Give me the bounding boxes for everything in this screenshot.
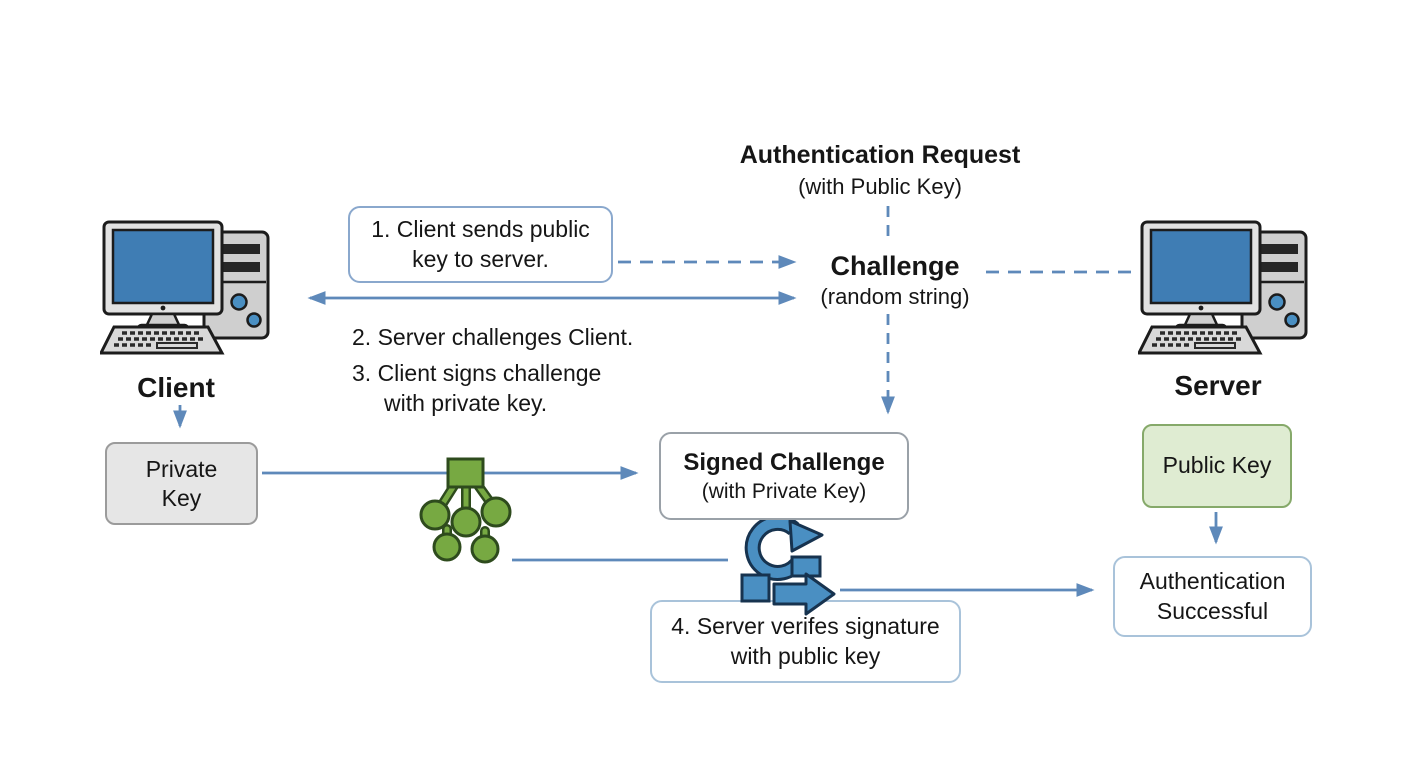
auth-success-box: Authentication Successful xyxy=(1113,556,1312,637)
client-computer-icon xyxy=(100,214,278,356)
signed-challenge-subtitle: (with Private Key) xyxy=(701,479,867,503)
server-computer-icon xyxy=(1138,214,1316,356)
public-key-label: Public Key xyxy=(1162,452,1272,479)
step2-text: 2. Server challenges Client. xyxy=(352,324,634,350)
private-key-line2: Key xyxy=(161,484,202,511)
verify-signature-icon xyxy=(740,520,836,616)
key-cluster-icon xyxy=(419,457,512,564)
step3-line1: 3. Client signs challenge xyxy=(352,360,602,386)
private-key-box: Private Key xyxy=(105,442,258,525)
auth-request-title: Authentication Request xyxy=(739,141,1021,169)
auth-success-line2: Successful xyxy=(1156,597,1269,624)
client-label: Client xyxy=(137,372,215,403)
challenge-label: Challenge (random string) xyxy=(790,251,1000,310)
public-key-box: Public Key xyxy=(1142,424,1292,508)
signed-challenge-title: Signed Challenge xyxy=(683,448,885,476)
private-key-line1: Private xyxy=(145,455,218,482)
challenge-subtitle: (random string) xyxy=(820,284,970,309)
challenge-title: Challenge xyxy=(830,251,960,281)
step1-line1: 1. Client sends public xyxy=(371,215,590,242)
server-label: Server xyxy=(1174,370,1262,401)
step1-line2: key to server. xyxy=(412,245,549,272)
auth-success-line1: Authentication xyxy=(1139,567,1286,594)
signed-challenge-box: Signed Challenge (with Private Key) xyxy=(659,432,909,520)
auth-request-label: Authentication Request (with Public Key) xyxy=(680,141,1080,200)
step4-line2: with public key xyxy=(730,642,881,669)
step1-box: 1. Client sends public key to server. xyxy=(348,206,613,283)
auth-request-subtitle: (with Public Key) xyxy=(798,174,962,199)
step3-line2: with private key. xyxy=(384,390,548,416)
step4-line1: 4. Server verifes signature xyxy=(671,612,940,639)
